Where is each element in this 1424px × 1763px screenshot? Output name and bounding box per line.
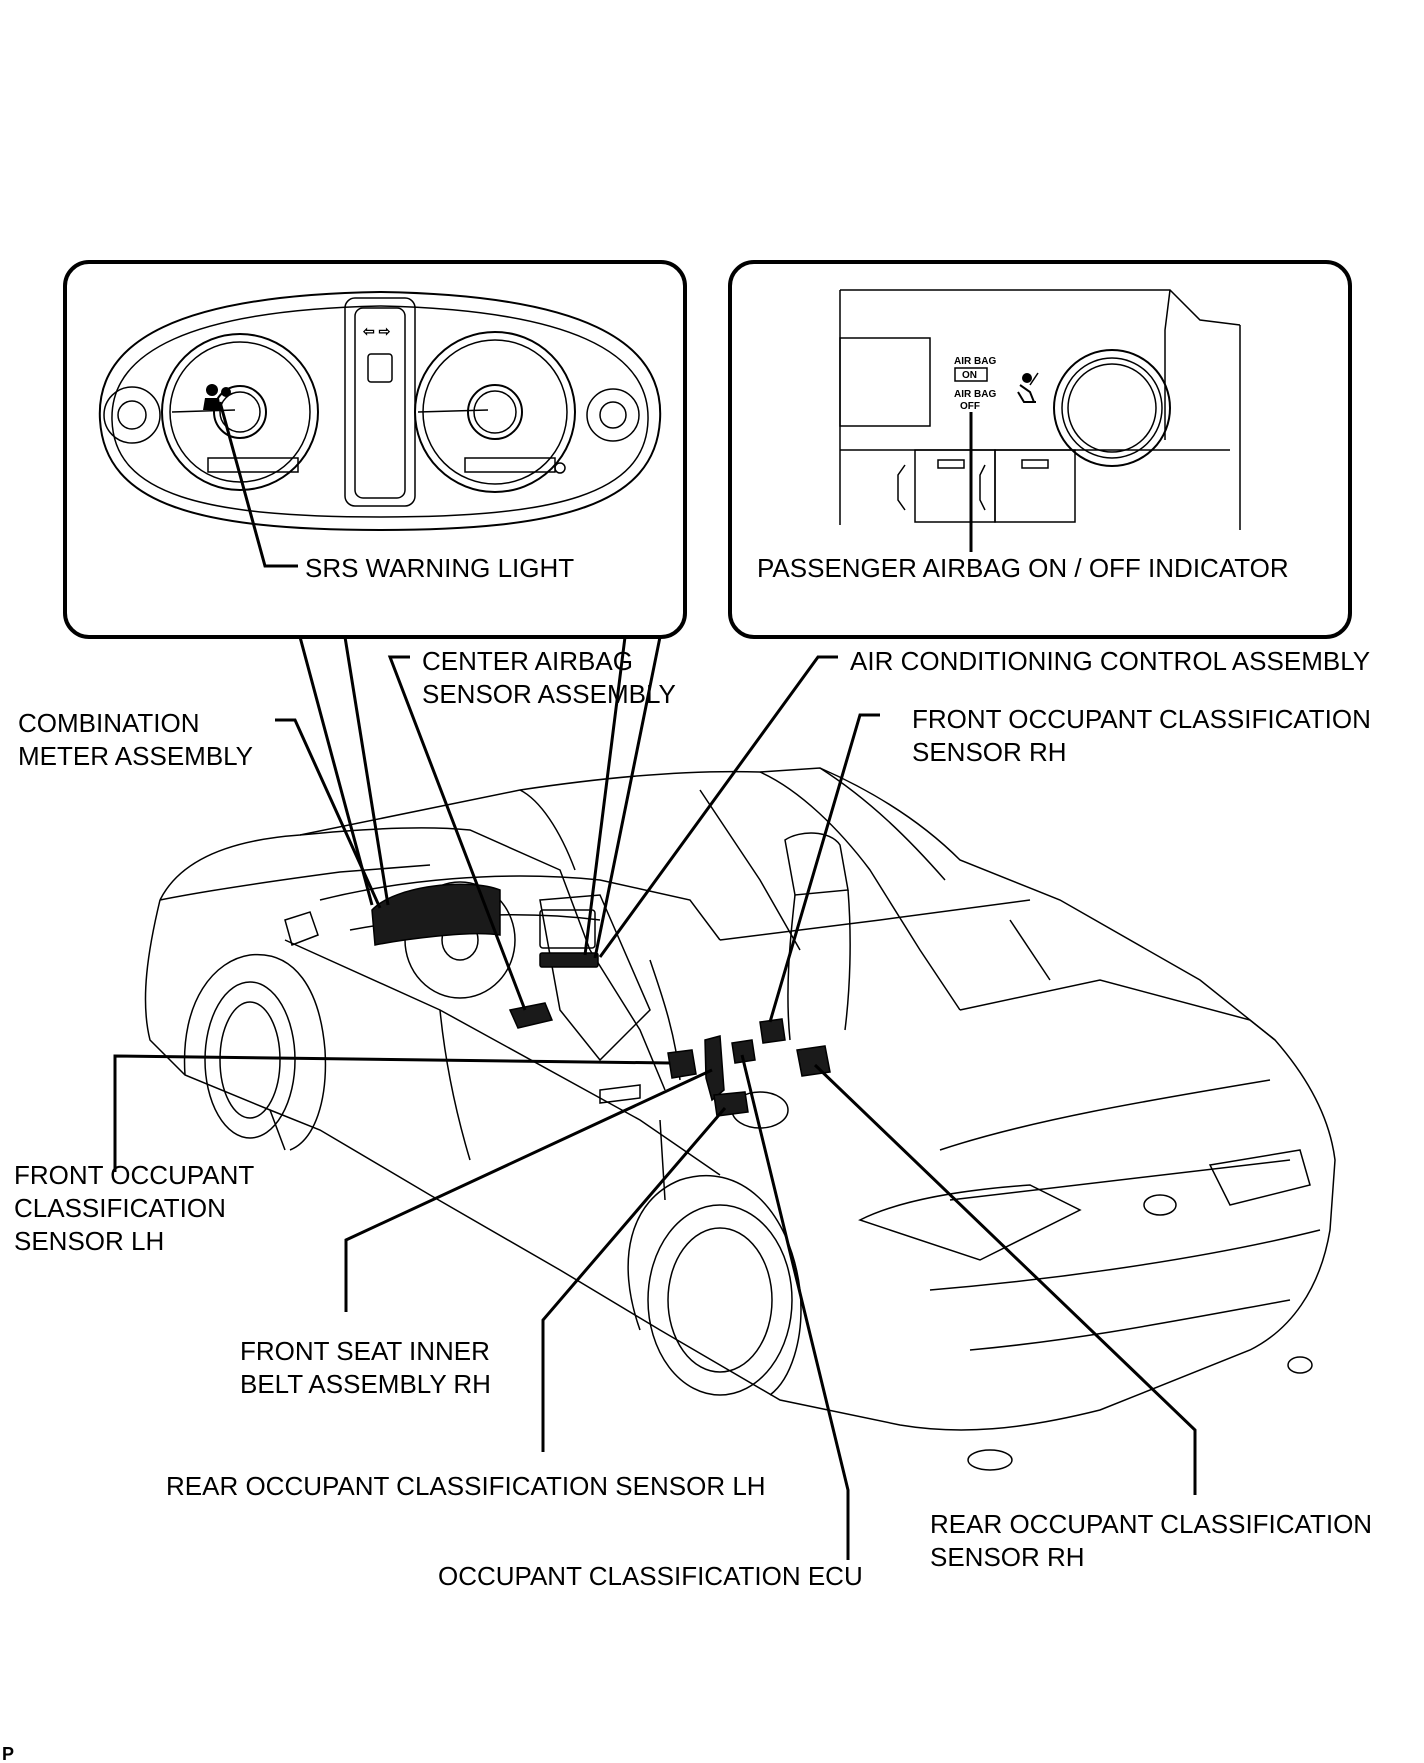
air-conditioning-control-part	[539, 952, 599, 968]
rear-occupant-sensor-rh-part	[796, 1045, 831, 1077]
front-occupant-sensor-lh-label-line2: CLASSIFICATION	[14, 1193, 226, 1223]
front-seat-inner-belt-part	[704, 1035, 725, 1102]
occupant-classification-ecu-label: OCCUPANT CLASSIFICATION ECU	[438, 1561, 863, 1591]
combination-meter-inset: ⇦ ⇨ SRS WARNING LIGHT	[63, 260, 687, 639]
combination-meter-label-line2: METER ASSEMBLY	[18, 741, 253, 771]
air-conditioning-control-label: AIR CONDITIONING CONTROL ASSEMBLY	[850, 646, 1370, 676]
center-airbag-sensor-label-line1: CENTER AIRBAG	[422, 646, 633, 676]
front-occupant-sensor-rh-label-line1: FRONT OCCUPANT CLASSIFICATION	[912, 704, 1371, 734]
rear-occupant-sensor-rh-label-line1: REAR OCCUPANT CLASSIFICATION	[930, 1509, 1372, 1539]
indicator-on-heading: AIR BAG	[954, 356, 996, 367]
center-airbag-sensor-label-line2: SENSOR ASSEMBLY	[422, 679, 676, 709]
callout-labels: CENTER AIRBAG SENSOR ASSEMBLY COMBINATIO…	[2, 646, 1372, 1763]
rear-occupant-sensor-rh-label-line2: SENSOR RH	[930, 1542, 1085, 1572]
seat-occupant-icon	[1017, 372, 1039, 403]
combination-meter-label-line1: COMBINATION	[18, 708, 200, 738]
srs-warning-light-label: SRS WARNING LIGHT	[305, 553, 574, 583]
front-occupant-sensor-lh-label-line1: FRONT OCCUPANT	[14, 1160, 254, 1190]
leader-lines	[113, 636, 1197, 1560]
rear-occupant-sensor-lh-label: REAR OCCUPANT CLASSIFICATION SENSOR LH	[166, 1471, 766, 1501]
front-occupant-sensor-lh-part	[667, 1049, 697, 1079]
srs-airbag-warning-icon	[203, 384, 231, 410]
combination-meter-part	[371, 883, 501, 946]
indicator-off-heading: AIR BAG	[954, 389, 996, 400]
figure-code: P	[2, 1744, 14, 1763]
passenger-airbag-indicator: AIR BAG ON AIR BAG OFF	[954, 356, 996, 412]
passenger-indicator-inset: AIR BAG ON AIR BAG OFF PASSENGER AIRBAG …	[728, 260, 1352, 639]
components	[371, 883, 831, 1117]
svg-text:⇦ ⇨: ⇦ ⇨	[362, 323, 391, 339]
front-seat-inner-belt-label-line1: FRONT SEAT INNER	[240, 1336, 490, 1366]
front-occupant-sensor-rh-label-line2: SENSOR RH	[912, 737, 1067, 767]
indicator-on-text: ON	[962, 370, 977, 381]
occupant-ecu-part	[731, 1039, 756, 1064]
front-seat-inner-belt-label-line2: BELT ASSEMBLY RH	[240, 1369, 491, 1399]
rear-occupant-sensor-lh-part	[713, 1091, 749, 1117]
indicator-off-text: OFF	[960, 401, 980, 412]
passenger-indicator-label: PASSENGER AIRBAG ON / OFF INDICATOR	[757, 553, 1289, 583]
front-occupant-sensor-lh-label-line3: SENSOR LH	[14, 1226, 164, 1256]
center-airbag-sensor-part	[508, 1002, 554, 1029]
front-occupant-sensor-rh-part	[759, 1018, 786, 1044]
